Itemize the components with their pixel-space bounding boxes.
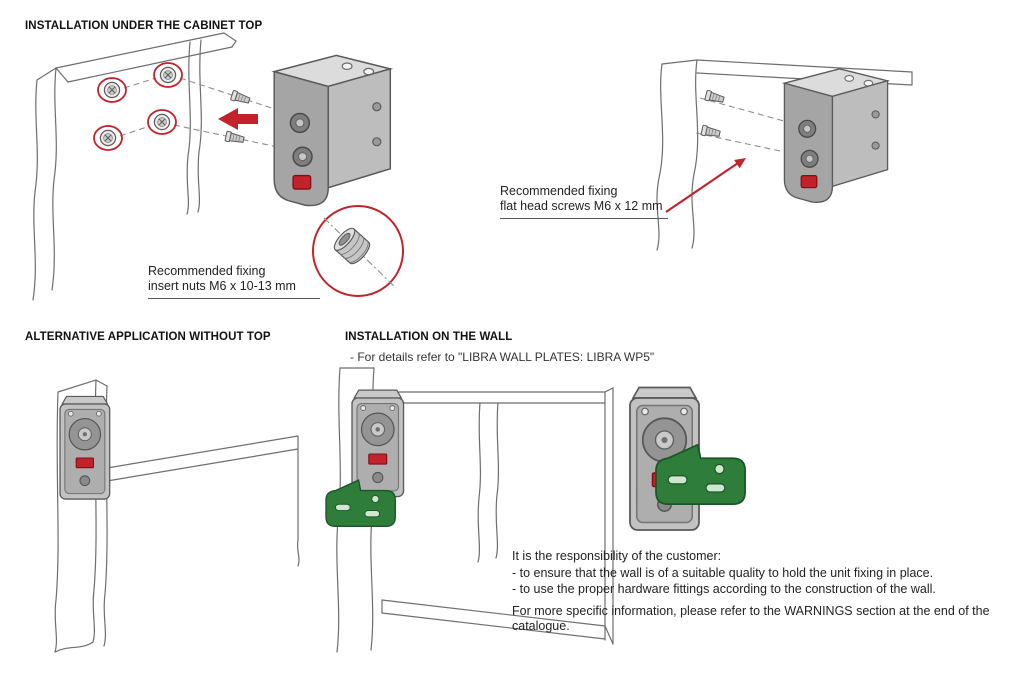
under-top-insert-nut-diagram [32,32,404,301]
insert-nut-fixing-label: Recommended fixing insert nuts M6 x 10-1… [148,264,320,299]
hanging-bracket-icon [59,395,111,500]
insert-nut-detail-callout [312,205,404,297]
side-screw-icon [224,130,246,146]
flat-head-screw-fixing-label: Recommended fixing flat head screws M6 x… [500,184,668,219]
responsibility-bullet-wall-quality: - to ensure that the wall is of a suitab… [512,565,934,580]
under-top-flat-screw-diagram [656,59,913,251]
hanging-bracket-icon [273,54,392,207]
wall-installation-diagram [325,367,614,653]
screw-position-highlight-circles [93,62,183,151]
insert-screw-icon [159,66,177,84]
hanging-bracket-icon [783,68,889,203]
wall-plate-assembly-diagram [629,386,746,531]
insert-screw-icon [153,113,171,131]
alternative-application-diagram [54,379,300,653]
customer-responsibility-text: It is the responsibility of the customer… [512,549,1006,636]
warnings-reference-line: For more specific information, please re… [512,603,990,634]
cabinet-corner-left-drawing [32,32,237,301]
section-title-alternative-application: ALTERNATIVE APPLICATION WITHOUT TOP [25,331,271,343]
insert-screw-icon [103,81,121,99]
side-screw-icon [229,89,252,106]
responsibility-intro-line: It is the responsibility of the customer… [512,549,722,563]
section-title-wall-installation: INSTALLATION ON THE WALL [345,331,513,343]
responsibility-bullet-hardware-fittings: - to use the proper hardware fittings ac… [512,582,936,596]
hanging-bracket-icon [351,389,405,498]
wall-plates-reference-note: - For details refer to "LIBRA WALL PLATE… [350,350,655,364]
insert-screw-icon [99,129,117,147]
red-direction-arrow-icon [218,108,258,130]
label-pointer-arrow-icon [665,158,746,213]
section-title-under-cabinet-top: INSTALLATION UNDER THE CABINET TOP [25,20,263,32]
